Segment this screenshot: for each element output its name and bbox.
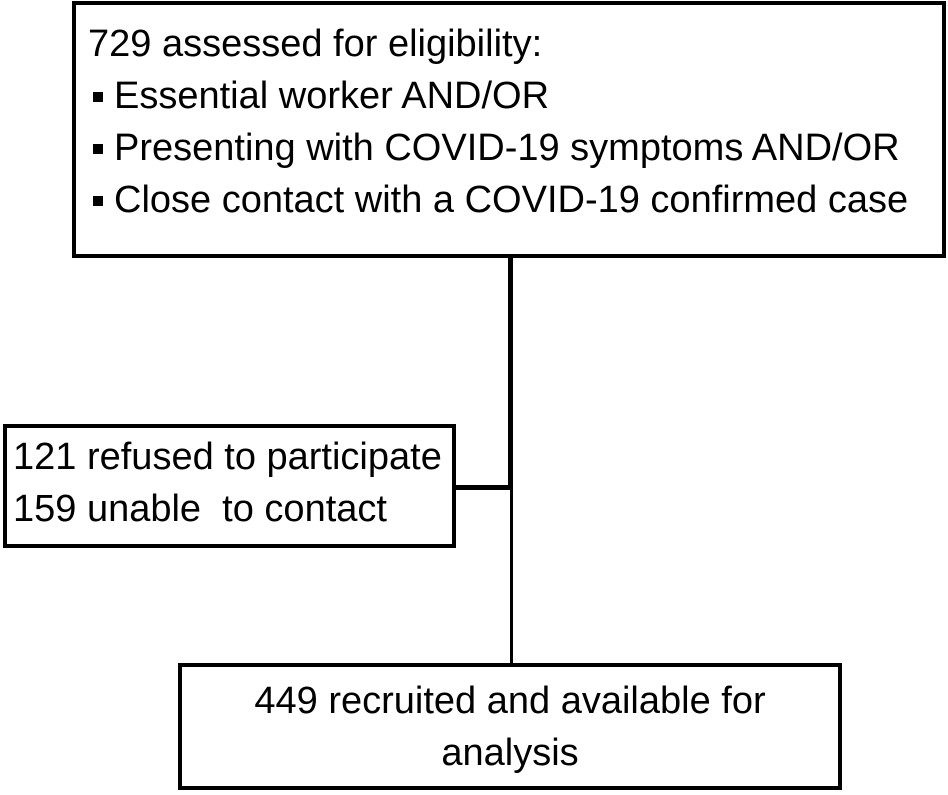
- eligibility-bullet-row: Essential worker AND/OR: [88, 70, 934, 122]
- exclusion-box: 121 refused to participate 159 unable to…: [3, 424, 456, 548]
- exclusion-line: 159 unable to contact: [13, 488, 387, 530]
- eligibility-box: 729 assessed for eligibility: Essential …: [72, 1, 946, 258]
- eligibility-bullet-row: Presenting with COVID-19 symptoms AND/OR: [88, 122, 934, 174]
- eligibility-heading: 729 assessed for eligibility:: [88, 23, 543, 65]
- recruited-box: 449 recruited and available for analysis: [178, 663, 842, 790]
- square-bullet-icon: [93, 196, 103, 206]
- eligibility-criterion: Essential worker AND/OR: [114, 75, 550, 117]
- connector-vertical-upper: [508, 258, 513, 488]
- square-bullet-icon: [93, 144, 103, 154]
- eligibility-criterion: Presenting with COVID-19 symptoms AND/OR: [114, 127, 900, 169]
- exclusion-line: 121 refused to participate: [13, 436, 442, 478]
- connector-vertical-lower: [510, 488, 513, 666]
- recruited-text: 449 recruited and available for analysis: [254, 679, 766, 774]
- eligibility-criterion: Close contact with a COVID-19 confirmed …: [114, 179, 909, 221]
- connector-horizontal-exclusion: [456, 485, 513, 490]
- square-bullet-icon: [93, 92, 103, 102]
- eligibility-bullet-row: Close contact with a COVID-19 confirmed …: [88, 174, 934, 226]
